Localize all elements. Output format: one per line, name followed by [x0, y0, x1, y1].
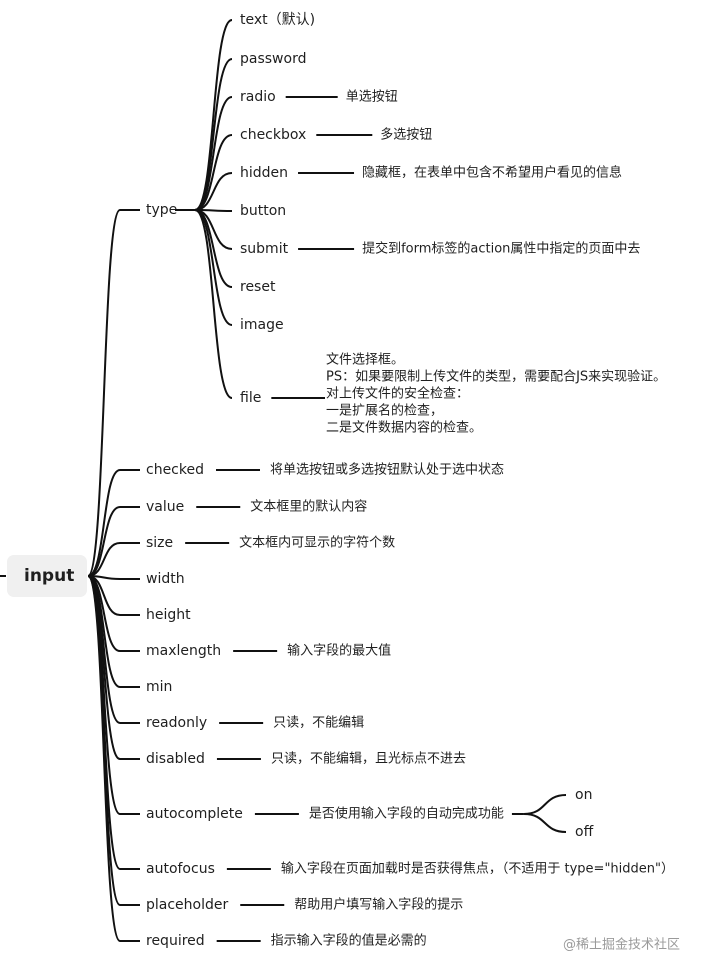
node-type: type	[146, 202, 177, 218]
autocomplete-option: on	[575, 787, 592, 803]
edge-root-to-attribute	[87, 542, 121, 577]
edge-type-to-child	[194, 172, 233, 211]
edge-type-to-child	[194, 96, 233, 211]
type-option-label: button	[240, 203, 286, 219]
edge-type-to-child	[194, 209, 233, 399]
attribute-label: width	[146, 571, 185, 587]
type-option-label: image	[240, 317, 284, 333]
attribute-desc: 指示输入字段的值是必需的	[271, 933, 427, 949]
root-node-box	[7, 555, 87, 597]
attribute-label: autofocus	[146, 861, 215, 877]
edge-root-to-type	[87, 209, 121, 577]
attribute-label: placeholder	[146, 897, 228, 913]
edge-type-to-child	[194, 134, 233, 211]
watermark: @稀土掘金技术社区	[563, 937, 680, 953]
edge-root-to-attribute	[87, 575, 121, 942]
edge-autocomplete-option	[523, 813, 567, 833]
type-option-desc-line: 二是文件数据内容的检查。	[326, 420, 482, 436]
type-option-label: password	[240, 51, 306, 67]
attribute-label: min	[146, 679, 172, 695]
type-option-desc: 多选按钮	[380, 127, 432, 143]
autocomplete-option: off	[575, 824, 594, 840]
attribute-desc: 帮助用户填写输入字段的提示	[294, 897, 463, 913]
attribute-label: autocomplete	[146, 806, 243, 822]
type-option-label: file	[240, 390, 261, 406]
attribute-label: readonly	[146, 715, 207, 731]
attribute-desc: 只读，不能编辑	[273, 716, 364, 731]
type-option-desc-line: 一是扩展名的检查，	[326, 403, 443, 419]
edge-type-to-child	[194, 209, 233, 326]
type-option-label: text（默认)	[240, 12, 315, 28]
root-node-label: input	[24, 566, 74, 586]
attribute-label: disabled	[146, 751, 205, 767]
type-option-label: checkbox	[240, 127, 306, 143]
type-option-label: submit	[240, 241, 289, 257]
attribute-label: value	[146, 499, 184, 515]
edge-autocomplete-option	[523, 794, 567, 815]
type-option-label: hidden	[240, 165, 288, 181]
edge-root-to-attribute	[87, 506, 121, 577]
attribute-label: maxlength	[146, 643, 221, 659]
attribute-label: height	[146, 607, 191, 623]
attribute-desc: 输入字段在页面加载时是否获得焦点，（不适用于 type="hidden"）	[281, 861, 674, 877]
type-option-desc: 提交到form标签的action属性中指定的页面中去	[362, 241, 640, 257]
attribute-desc: 输入字段的最大值	[287, 643, 391, 659]
type-option-label: reset	[240, 279, 276, 295]
type-option-desc: 单选按钮	[346, 90, 398, 105]
attribute-label: checked	[146, 462, 204, 478]
type-option-desc-line: PS：如果要限制上传文件的类型，需要配合JS来实现验证。	[326, 369, 666, 385]
attribute-desc: 将单选按钮或多选按钮默认处于选中状态	[270, 462, 504, 478]
type-option-desc-line: 对上传文件的安全检查：	[326, 386, 469, 402]
attribute-desc: 是否使用输入字段的自动完成功能	[309, 806, 504, 822]
attribute-desc: 文本框里的默认内容	[250, 499, 367, 515]
attribute-label: size	[146, 535, 173, 551]
type-option-desc: 隐藏框，在表单中包含不希望用户看见的信息	[362, 165, 622, 181]
attribute-label: required	[146, 933, 205, 949]
type-option-desc-line: 文件选择框。	[326, 353, 404, 368]
edge-type-to-child	[194, 58, 233, 211]
edge-root-to-attribute	[87, 469, 121, 577]
edge-type-to-child	[194, 19, 233, 211]
type-option-label: radio	[240, 89, 276, 105]
attribute-desc: 文本框内可显示的字符个数	[239, 535, 395, 551]
attribute-desc: 只读，不能编辑，且光标点不进去	[271, 752, 466, 767]
